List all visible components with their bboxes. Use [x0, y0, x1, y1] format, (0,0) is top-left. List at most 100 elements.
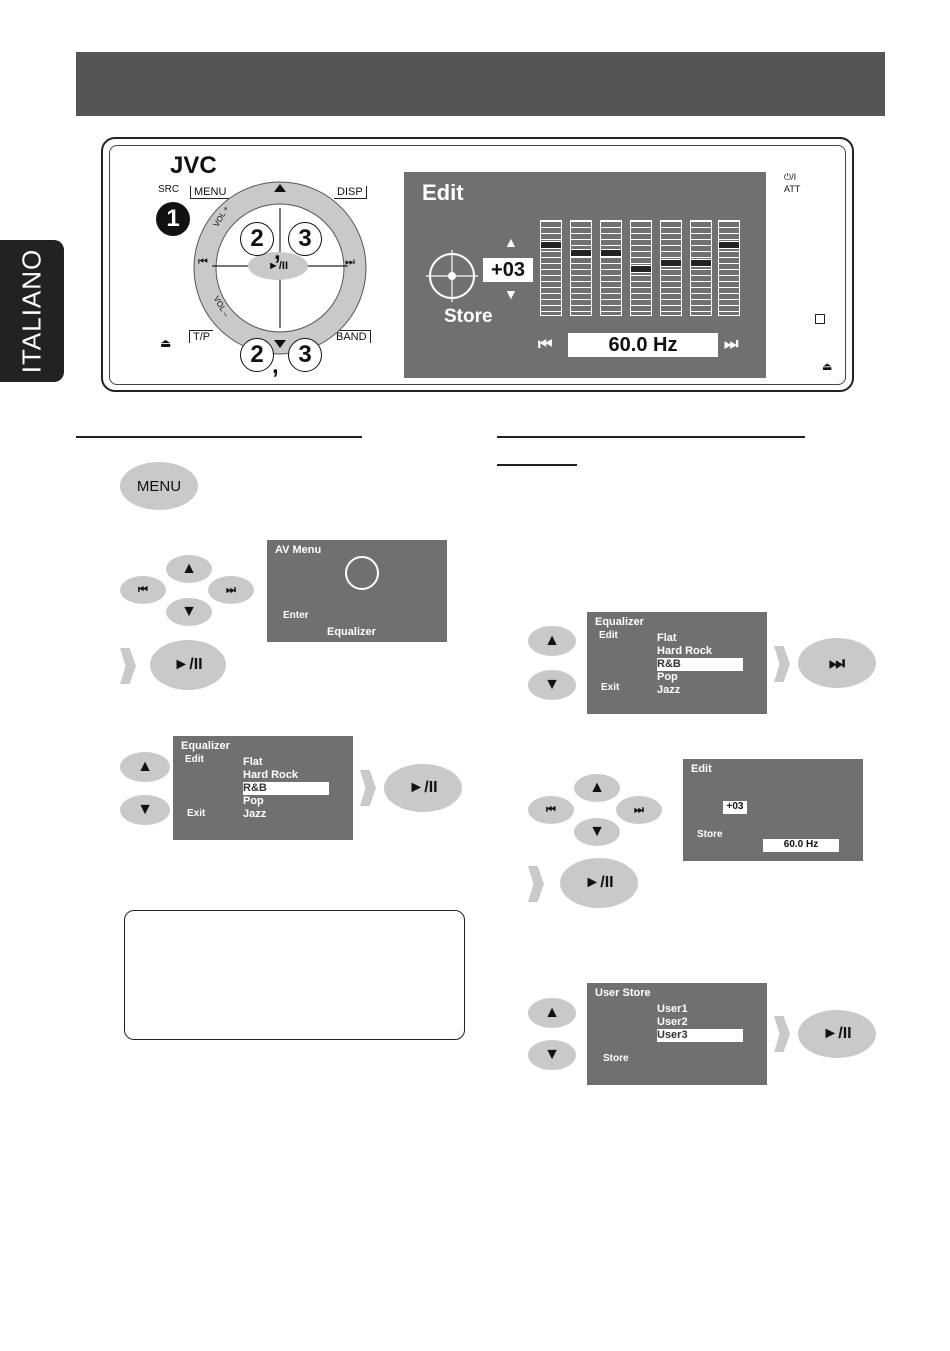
next-icon[interactable]: ⏭	[345, 256, 355, 268]
up-button[interactable]: ▲	[166, 555, 212, 583]
right-section-rule-2	[497, 464, 577, 466]
av-menu-caption: Equalizer	[327, 626, 376, 638]
step-arrow	[774, 1016, 790, 1052]
step-3-marker-lower: 3	[288, 338, 322, 372]
frequency-readout: 60.0 Hz	[568, 333, 718, 357]
band-key[interactable]: BAND	[333, 330, 371, 343]
detach-icon[interactable]: ⏏	[822, 361, 833, 373]
step-3-marker: 3	[288, 222, 322, 256]
list-item[interactable]: Jazz	[657, 684, 681, 696]
edit-title: Edit	[691, 763, 712, 775]
src-key-label: SRC	[158, 184, 180, 195]
tp-key[interactable]: T/P	[189, 330, 214, 343]
list-item[interactable]: Pop	[657, 671, 678, 683]
eq-band-7	[718, 220, 740, 316]
step-arrow	[120, 648, 136, 684]
list-item[interactable]: Flat	[657, 632, 677, 644]
prev-button[interactable]: ⏮	[120, 576, 166, 604]
eq-band-6	[690, 220, 712, 316]
store-label: Store	[603, 1053, 629, 1064]
list-item[interactable]: Pop	[243, 795, 264, 807]
play-pause-button[interactable]: ►/II	[560, 858, 638, 908]
av-menu-title: AV Menu	[275, 544, 322, 556]
store-label: Store	[444, 306, 493, 327]
equalizer-title: Equalizer	[181, 740, 230, 752]
step-1-marker: 1	[156, 202, 190, 236]
step-arrow	[774, 646, 790, 682]
menu-button[interactable]: MENU	[120, 462, 198, 510]
next-button[interactable]: ⏭	[208, 576, 254, 604]
up-button[interactable]: ▲	[528, 626, 576, 656]
note-box	[124, 910, 465, 1040]
step-arrow	[360, 770, 376, 806]
enter-label: Enter	[283, 610, 309, 621]
play-pause-button[interactable]: ►/II	[798, 1010, 876, 1058]
next-skip-button[interactable]: ⏭	[798, 638, 876, 688]
user-store-title: User Store	[595, 987, 651, 999]
exit-label: Exit	[601, 682, 620, 693]
down-arrow-icon: ▼	[504, 286, 518, 302]
step-comma-lower: ,	[272, 352, 279, 379]
edit-label: Edit	[185, 754, 204, 765]
next-button[interactable]: ⏭	[616, 796, 662, 824]
att-key[interactable]: ATT	[784, 184, 801, 194]
language-label: ITALIANO	[16, 248, 47, 374]
eject-icon[interactable]: ⏏	[160, 336, 172, 350]
play-pause-button[interactable]: ►/II	[150, 640, 226, 690]
play-pause-button[interactable]: ►/II	[384, 764, 462, 812]
brand-logo: JVC	[170, 152, 217, 179]
eq-band-5	[660, 220, 682, 316]
exit-label: Exit	[187, 808, 206, 819]
up-button[interactable]: ▲	[528, 998, 576, 1028]
list-item-selected[interactable]: R&B	[243, 782, 329, 795]
play-pause-key[interactable]: ►/II	[248, 252, 308, 280]
next-band-icon: ⏭	[724, 336, 739, 353]
step-2-marker: 2	[240, 222, 274, 256]
edit-screen-small: Edit +03 Store 60.0 Hz	[683, 759, 863, 861]
prev-band-icon: ⏮	[538, 336, 553, 353]
disp-key[interactable]: DISP	[334, 186, 367, 199]
step-comma: ,	[274, 238, 281, 265]
step-2-marker-lower: 2	[240, 338, 274, 372]
up-button[interactable]: ▲	[120, 752, 170, 782]
menu-key[interactable]: MENU	[190, 186, 230, 199]
down-button[interactable]: ▼	[528, 670, 576, 700]
frequency-readout-small: 60.0 Hz	[763, 839, 839, 852]
equalizer-title: Equalizer	[595, 616, 644, 628]
down-button[interactable]: ▼	[166, 598, 212, 626]
language-tab: ITALIANO	[0, 240, 64, 382]
car-unit-faceplate	[109, 145, 846, 385]
equalizer-screen: Equalizer Edit Exit Flat Hard Rock R&B P…	[173, 736, 353, 840]
store-label-small: Store	[697, 829, 723, 840]
header-bar	[76, 52, 885, 116]
list-item[interactable]: User2	[657, 1016, 688, 1028]
list-item[interactable]: Jazz	[243, 808, 267, 820]
user-store-screen: User Store Store User1 User2 User3	[587, 983, 767, 1085]
gain-value-small: +03	[723, 801, 747, 814]
prev-button[interactable]: ⏮	[528, 796, 574, 824]
list-item[interactable]: Hard Rock	[243, 769, 299, 781]
prev-icon[interactable]: ⏮	[198, 256, 208, 268]
power-key[interactable]: ⏻/I	[784, 172, 797, 182]
list-item[interactable]: Hard Rock	[657, 645, 713, 657]
list-item-selected[interactable]: R&B	[657, 658, 743, 671]
display-title: Edit	[422, 180, 464, 205]
right-section-rule	[497, 436, 805, 438]
unit-display: Edit Store ▲ +03 ▼ ⏮ 60.0 Hz ⏭	[404, 172, 766, 378]
eq-band-2	[570, 220, 592, 316]
left-section-rule	[76, 436, 362, 438]
up-button[interactable]: ▲	[574, 774, 620, 802]
down-button[interactable]: ▼	[574, 818, 620, 846]
down-button[interactable]: ▼	[120, 795, 170, 825]
edit-label: Edit	[599, 630, 618, 641]
eq-band-4	[630, 220, 652, 316]
equalizer-icon	[345, 556, 379, 590]
list-item-selected[interactable]: User3	[657, 1029, 743, 1042]
down-button[interactable]: ▼	[528, 1040, 576, 1070]
list-item[interactable]: User1	[657, 1003, 688, 1015]
eq-band-1	[540, 220, 562, 316]
step-arrow	[528, 866, 544, 902]
sensor-window	[815, 314, 825, 324]
list-item[interactable]: Flat	[243, 756, 263, 768]
equalizer-screen-right: Equalizer Edit Exit Flat Hard Rock R&B P…	[587, 612, 767, 714]
